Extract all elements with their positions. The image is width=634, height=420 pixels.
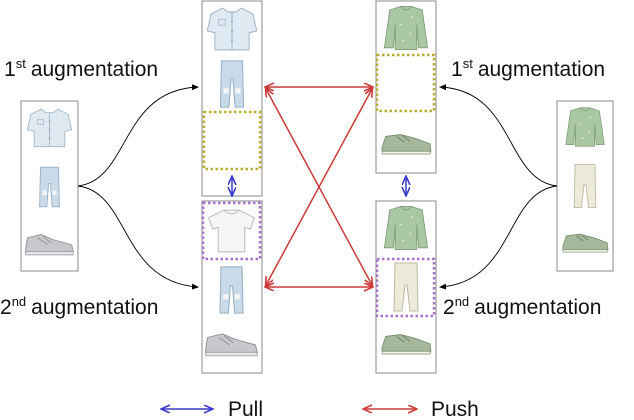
push-arrow-diagonal-up [266,89,372,285]
legend-push-label: Push [431,398,479,420]
button-shirt-icon [26,108,73,148]
left-input-outfit [20,100,79,272]
left-aug1-arrow [77,84,199,187]
left-aug2-outfit [201,200,263,374]
right-aug1-outfit [375,0,437,174]
right-aug2-arrow [439,185,558,290]
masked-item-yellow [375,53,436,113]
masked-item-yellow [202,110,262,171]
button-shirt-icon [206,7,258,51]
left-aug2-arrow [77,185,199,290]
legend: Pull Push [162,398,479,420]
right-input-outfit [556,100,614,272]
cardigan-icon [383,205,429,251]
cardigan-icon [565,107,605,147]
right-aug2-outfit [375,200,437,374]
push-arrows [266,87,372,287]
right-aug1-arrow [439,84,558,187]
augmentation-arrows [77,84,558,290]
pull-arrows [232,177,406,195]
legend-pull-label: Pull [228,398,263,420]
left-aug1-outfit [201,0,263,197]
cardigan-icon [383,5,429,51]
